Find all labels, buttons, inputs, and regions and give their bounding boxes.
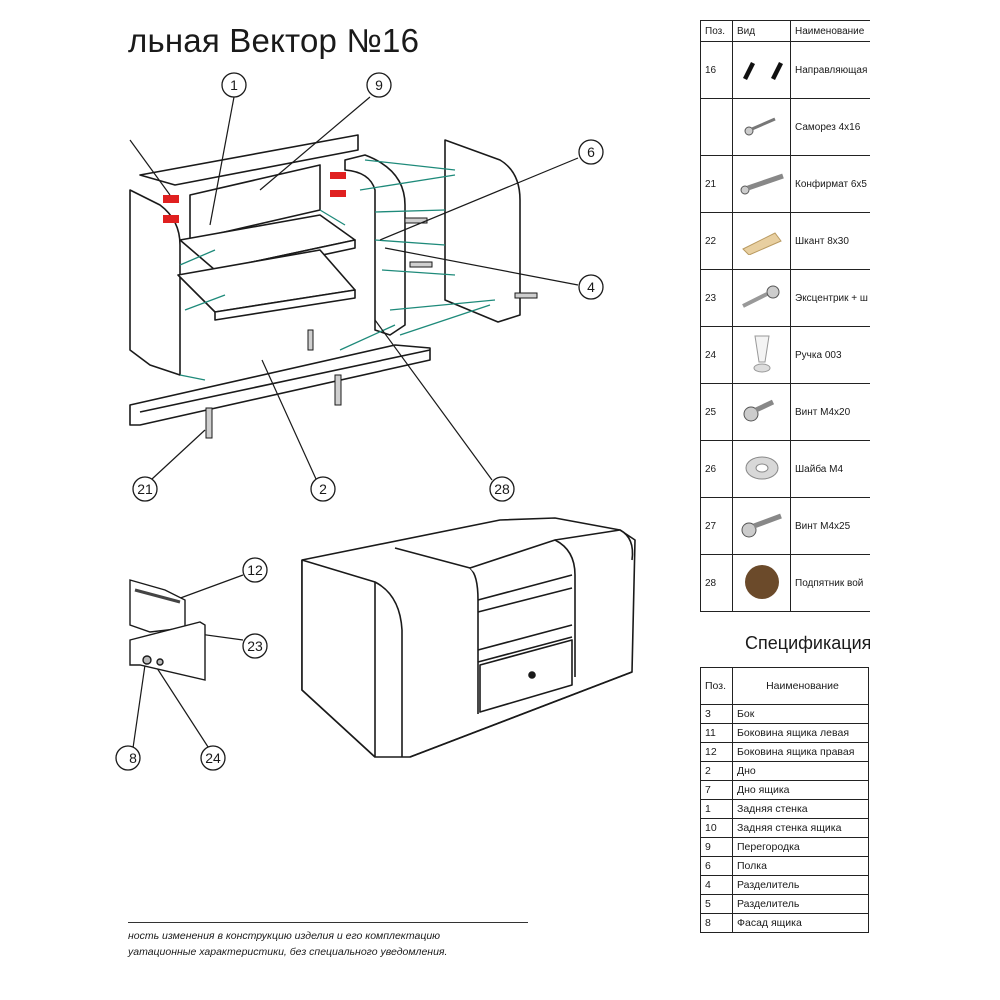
eccentric-markers — [163, 172, 346, 223]
callout-12: 12 — [247, 562, 263, 578]
col-name-header: Наименование — [790, 20, 873, 42]
page-crop-edge — [870, 0, 1000, 1000]
eccentric-icon — [732, 269, 791, 327]
callout-2: 2 — [319, 481, 327, 497]
table-row: 21 Конфирмат 6x5 — [700, 155, 873, 213]
callout-28: 28 — [494, 481, 510, 497]
callout-1: 1 — [230, 77, 238, 93]
rail-icon — [732, 41, 791, 99]
table-row: 28 Подпятник вой — [700, 554, 873, 612]
document-title: льная Вектор №16 — [128, 22, 420, 59]
knob-icon — [732, 326, 791, 384]
spec-col-name-header: Наименование — [732, 667, 869, 705]
spec-col-pos-header: Поз. — [700, 667, 733, 705]
felt-pad-icon — [732, 554, 791, 612]
callout-4: 4 — [587, 279, 595, 295]
spec-title: Спецификация — [745, 633, 872, 653]
screw-icon — [732, 98, 791, 156]
dowel-icon — [732, 212, 791, 270]
footnote: ность изменения в конструкцию изделия и … — [128, 922, 528, 960]
right-side-panel — [444, 139, 521, 323]
footnote-line-1: ность изменения в конструкцию изделия и … — [128, 930, 441, 942]
assembled-cabinet — [301, 517, 636, 758]
drawer-detail — [129, 579, 206, 681]
bottom-board — [129, 344, 431, 426]
hardware-table: Поз. Вид Наименование 16 Направляющая Са… — [700, 20, 873, 612]
table-row: 22 Шкант 8x30 — [700, 212, 873, 270]
back-wall — [139, 134, 359, 186]
callout-21: 21 — [137, 481, 153, 497]
assembly-guides — [179, 159, 496, 381]
col-pos-header: Поз. — [700, 20, 733, 42]
bolt-icon — [732, 383, 791, 441]
washer-icon — [732, 440, 791, 498]
callout-23: 23 — [247, 638, 263, 654]
bolts — [205, 217, 538, 439]
exploded-view — [129, 134, 521, 426]
table-row: 24 Ручка 003 — [700, 326, 873, 384]
confirmat-icon — [732, 155, 791, 213]
table-row: 25 Винт М4x20 — [700, 383, 873, 441]
footnote-line-2: уатационные характеристики, без специаль… — [128, 946, 448, 958]
callout-leaders — [129, 96, 579, 751]
table-row: 16 Направляющая — [700, 41, 873, 99]
left-side-panel — [129, 189, 181, 376]
callout-24: 24 — [205, 750, 221, 766]
table-row: 23 Эксцентрик + ш — [700, 269, 873, 327]
callout-8: 8 — [129, 750, 137, 766]
table-row: 26 Шайба М4 — [700, 440, 873, 498]
callout-9: 9 — [375, 77, 383, 93]
middle-panel — [344, 154, 406, 336]
bolt-long-icon — [732, 497, 791, 555]
callout-6: 6 — [587, 144, 595, 160]
table-row: 27 Винт М4x25 — [700, 497, 873, 555]
callout-circles — [115, 72, 604, 771]
callout-numbers: 1 9 6 4 21 2 28 12 23 24 8 — [129, 77, 595, 766]
col-view-header: Вид — [732, 20, 791, 42]
table-row: Саморез 4x16 — [700, 98, 873, 156]
